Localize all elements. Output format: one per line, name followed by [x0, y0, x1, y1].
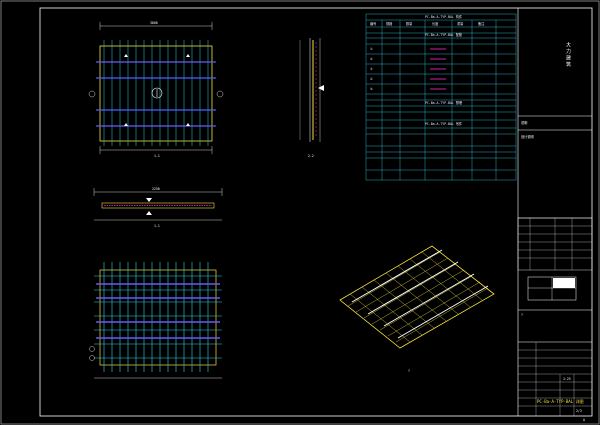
svg-text:编号: 编号: [370, 21, 376, 26]
strip-dim-top: 2250: [152, 187, 160, 191]
drawing-title: PC-Ba-A-TYP-BAL 详图: [537, 398, 584, 404]
sheet-mark: A: [583, 418, 585, 422]
schedule-rebar-marks: [430, 48, 446, 90]
title-block: 大 力 建 筑 说明 设计说明 ? PC-Ba-A-TYP-BAL 详图 1:2…: [517, 8, 593, 422]
svg-text:④: ④: [370, 77, 373, 81]
schedule-tables: [365, 13, 517, 181]
iso-view: [339, 245, 495, 349]
svg-text:数量: 数量: [406, 21, 413, 26]
schedule-subtitle-2: PC-Ba-A-TYP-BAL 预埋: [425, 100, 463, 105]
svg-text:备注: 备注: [478, 21, 485, 26]
elevation-section-label: 2-2: [308, 154, 314, 158]
scale-value: 1:25: [563, 377, 571, 381]
strip-label-below: 1-1: [154, 224, 160, 228]
svg-text:①: ①: [370, 47, 373, 51]
svg-text:规格: 规格: [386, 21, 393, 26]
svg-text:②: ②: [370, 57, 373, 61]
rebar-plan: [89, 262, 222, 379]
plan-dim-top: 3800: [150, 21, 158, 25]
drawing-number: 2/3: [576, 409, 582, 413]
label-box: ?: [521, 313, 523, 317]
design-notes: 设计说明: [521, 134, 534, 139]
svg-text:长度: 长度: [432, 21, 439, 26]
svg-text:重量: 重量: [457, 21, 464, 26]
iso-caption: ?: [408, 369, 410, 373]
project-note: 说明: [521, 120, 527, 125]
schedule-rows: ① ② ③ ④ ⑤: [370, 47, 373, 91]
svg-text:⑤: ⑤: [370, 87, 373, 91]
schedule-subtitle-1: PC-Ba-A-TYP-BAL 配筋: [425, 32, 462, 37]
inner-frame: [39, 7, 593, 417]
plan-view: 3800 1-1: [88, 21, 224, 158]
company-name: 大 力 建 筑: [565, 41, 571, 68]
elevation-view: 2-2: [299, 38, 324, 158]
section-strip: 2250 1-1: [93, 187, 223, 228]
schedule-title: PC-Ba-A-TYP-BAL 构件: [425, 14, 463, 19]
schedule-headers: 编号 规格 数量 长度 重量 备注: [370, 21, 485, 26]
plan-section-label: 1-1: [154, 154, 160, 158]
svg-text:③: ③: [370, 67, 373, 71]
schedule-subtitle-3: PC-Ba-A-TYP-BAL 吊件: [425, 121, 463, 126]
white-fill-box: [553, 278, 575, 288]
